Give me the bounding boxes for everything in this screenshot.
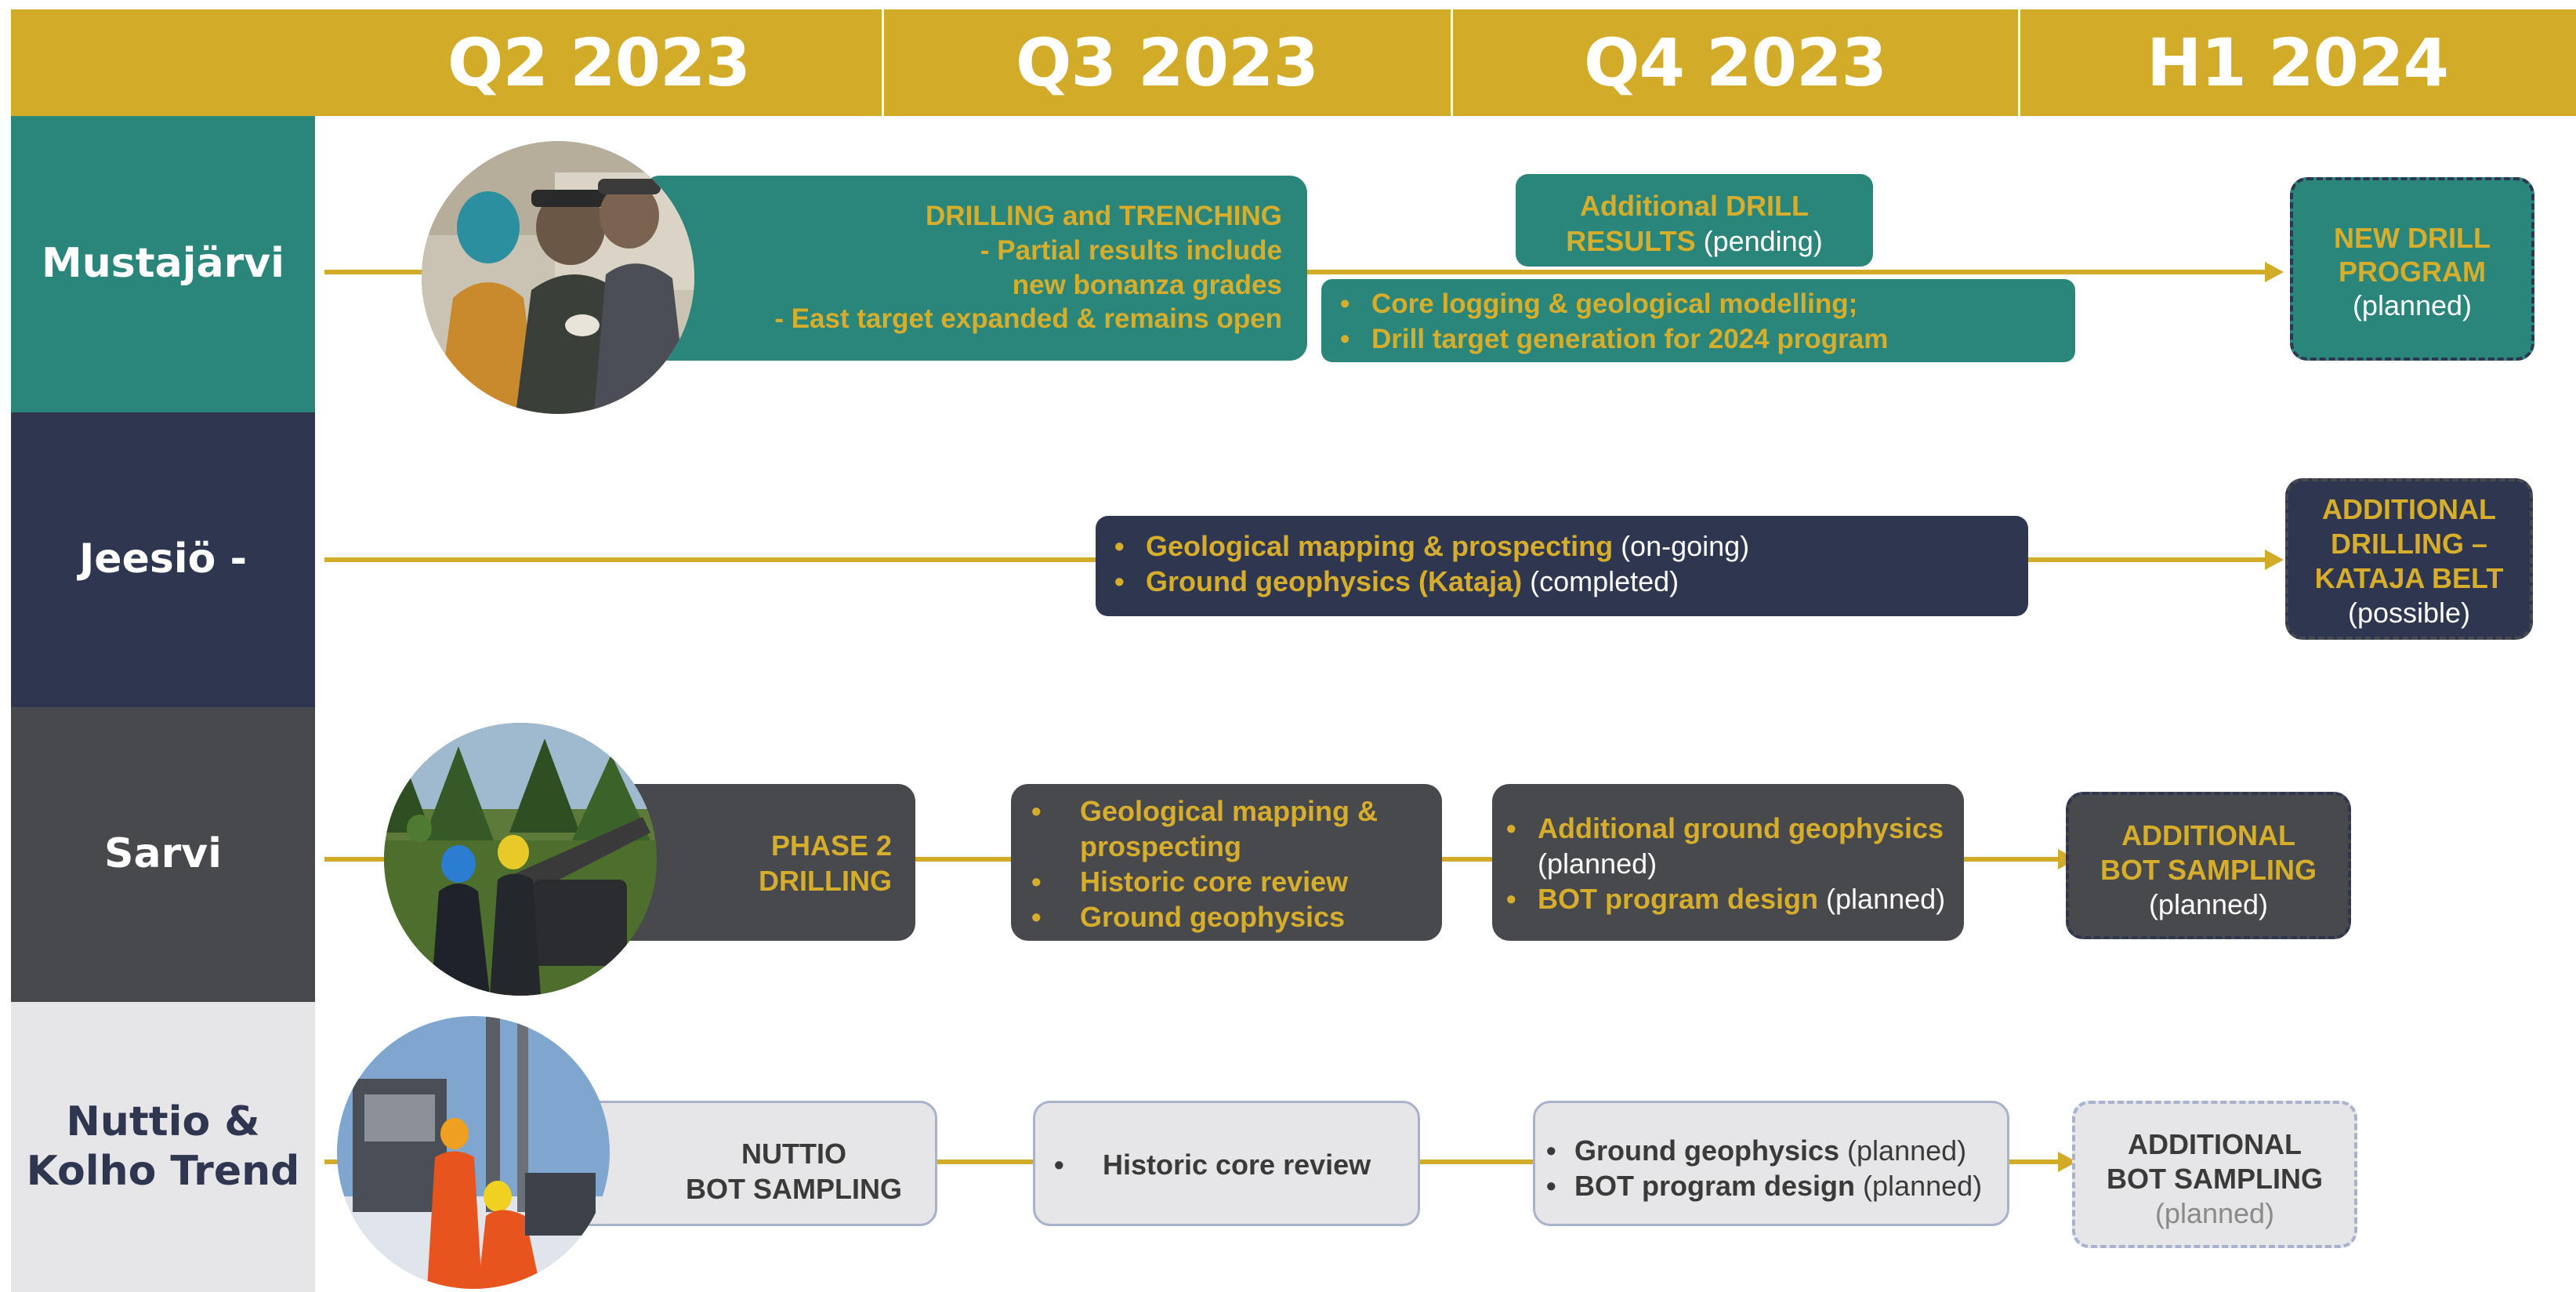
bullet-item: Historic core review bbox=[1031, 864, 1442, 899]
box-line: - Partial results include bbox=[980, 234, 1282, 266]
mustajarvi-drilling-trenching-box: DRILLING and TRENCHING - Partial results… bbox=[643, 176, 1307, 361]
box-line: BOT SAMPLING bbox=[686, 1173, 902, 1205]
nuttio-historic-core-review-box: Historic core review bbox=[1033, 1101, 1420, 1226]
box-line: BOT SAMPLING bbox=[2107, 1162, 2323, 1195]
nuttio-additional-bot-sampling-box: ADDITIONAL BOT SAMPLING (planned) bbox=[2072, 1101, 2357, 1248]
bullet-item: Core logging & geological modelling; bbox=[1340, 287, 2075, 322]
box-line: Additional DRILL bbox=[1580, 190, 1809, 222]
bullet-item: Historic core review bbox=[1054, 1147, 1418, 1182]
bullet-item: Ground geophysics (Kataja) (completed) bbox=[1114, 564, 2028, 599]
status-text: (planned) bbox=[1839, 1134, 1967, 1167]
header-divider bbox=[1451, 9, 1453, 116]
status-text: (on-going) bbox=[1613, 530, 1750, 562]
box-line: RESULTS bbox=[1566, 225, 1696, 257]
row-label-nuttio-kolho: Nuttio & Kolho Trend bbox=[11, 1002, 315, 1292]
column-header-h1-2024: H1 2024 bbox=[2019, 9, 2576, 116]
status-text: (pending) bbox=[1695, 225, 1823, 257]
status-text: (planned) bbox=[1818, 883, 1946, 915]
status-text: (planned) bbox=[2352, 289, 2473, 322]
drill-rig-forest-photo-icon bbox=[384, 723, 657, 996]
nuttio-geophysics-bot-design-box: Ground geophysics (planned) BOT program … bbox=[1533, 1101, 2009, 1226]
box-line: NEW DRILL bbox=[2334, 222, 2491, 254]
box-line: ADDITIONAL bbox=[2128, 1128, 2302, 1160]
box-line: BOT SAMPLING bbox=[2100, 853, 2317, 886]
bullet-item: Drill target generation for 2024 program bbox=[1340, 322, 2075, 357]
status-text: (possible) bbox=[2347, 596, 2471, 629]
box-line: new bonanza grades bbox=[1012, 269, 1282, 300]
status-text: (planned) bbox=[2148, 887, 2269, 920]
header-divider bbox=[882, 9, 884, 116]
mustajarvi-new-drill-program-box: NEW DRILL PROGRAM (planned) bbox=[2290, 177, 2534, 361]
sarvi-additional-geophysics-bot-box: Additional ground geophysics(planned) BO… bbox=[1492, 784, 1964, 941]
box-line: PHASE 2 bbox=[770, 829, 892, 862]
bullet-item: BOT program design (planned) bbox=[1506, 881, 1964, 916]
jeesio-mapping-geophysics-box: Geological mapping & prospecting (on-goi… bbox=[1096, 516, 2028, 616]
bullet-item-text: BOT program design bbox=[1574, 1170, 1856, 1202]
column-header-q2-2023: Q2 2023 bbox=[315, 9, 882, 116]
field-team-photo-icon bbox=[422, 141, 694, 414]
bot-sampling-rig-photo-icon bbox=[337, 1016, 610, 1289]
box-line: KATAJA BELT bbox=[2314, 561, 2504, 594]
column-header-q3-2023: Q3 2023 bbox=[882, 9, 1451, 116]
box-line: ADDITIONAL bbox=[2322, 493, 2496, 525]
bullet-item: BOT program design (planned) bbox=[1546, 1168, 2007, 1203]
box-line: - East target expanded & remains open bbox=[774, 303, 1282, 335]
box-line: DRILLING bbox=[759, 865, 892, 897]
bullet-item: Geological mapping &prospecting bbox=[1031, 793, 1442, 864]
bullet-item-text: Geological mapping & bbox=[1080, 795, 1379, 827]
bullet-item: Ground geophysics (planned) bbox=[1546, 1133, 2007, 1168]
box-line: ADDITIONAL bbox=[2121, 819, 2295, 851]
header-divider bbox=[2018, 9, 2020, 116]
row-label-sarvi: Sarvi bbox=[11, 707, 315, 1002]
sarvi-additional-bot-sampling-box: ADDITIONAL BOT SAMPLING (planned) bbox=[2066, 792, 2351, 939]
box-line: PROGRAM bbox=[2339, 256, 2486, 289]
bullet-item-text: Geological mapping & prospecting bbox=[1146, 530, 1614, 562]
box-line: NUTTIO bbox=[741, 1138, 846, 1170]
bullet-item: Ground geophysics bbox=[1031, 899, 1442, 935]
box-line: DRILLING and TRENCHING bbox=[926, 201, 1282, 231]
bullet-item: Geological mapping & prospecting (on-goi… bbox=[1114, 528, 2028, 564]
bullet-item: Additional ground geophysics(planned) bbox=[1506, 811, 1964, 881]
status-text: (planned) bbox=[1855, 1170, 1983, 1202]
sarvi-phase2-drilling-box: PHASE 2 DRILLING bbox=[611, 784, 915, 941]
mustajarvi-core-logging-box: Core logging & geological modelling; Dri… bbox=[1321, 279, 2075, 362]
bullet-item-text: BOT program design bbox=[1538, 883, 1819, 915]
box-line: DRILLING – bbox=[2330, 527, 2487, 560]
row-label-mustajarvi: Mustajärvi bbox=[11, 116, 315, 412]
bullet-item-text: prospecting bbox=[1080, 830, 1242, 862]
sarvi-mapping-core-geophysics-box: Geological mapping &prospecting Historic… bbox=[1011, 784, 1442, 941]
status-text: (completed) bbox=[1522, 565, 1679, 597]
bullet-item-text: Additional ground geophysics bbox=[1538, 812, 1944, 844]
nuttio-bot-sampling-box: NUTTIO BOT SAMPLING bbox=[564, 1101, 937, 1226]
row-label-jeesio: Jeesiö - bbox=[11, 412, 315, 707]
bullet-item-text: Ground geophysics (Kataja) bbox=[1146, 565, 1523, 597]
timeline-arrowhead bbox=[2265, 550, 2284, 570]
bullet-item-text: Ground geophysics bbox=[1574, 1134, 1840, 1167]
header-corner bbox=[11, 9, 315, 116]
mustajarvi-additional-drill-results-box: Additional DRILL RESULTS (pending) bbox=[1516, 174, 1873, 267]
jeesio-additional-drilling-box: ADDITIONAL DRILLING – KATAJA BELT (possi… bbox=[2285, 478, 2533, 640]
timeline-arrowhead bbox=[2265, 262, 2284, 282]
column-header-q4-2023: Q4 2023 bbox=[1451, 9, 2019, 116]
status-text: (planned) bbox=[1538, 847, 1658, 880]
status-text: (planned) bbox=[2154, 1196, 2275, 1229]
